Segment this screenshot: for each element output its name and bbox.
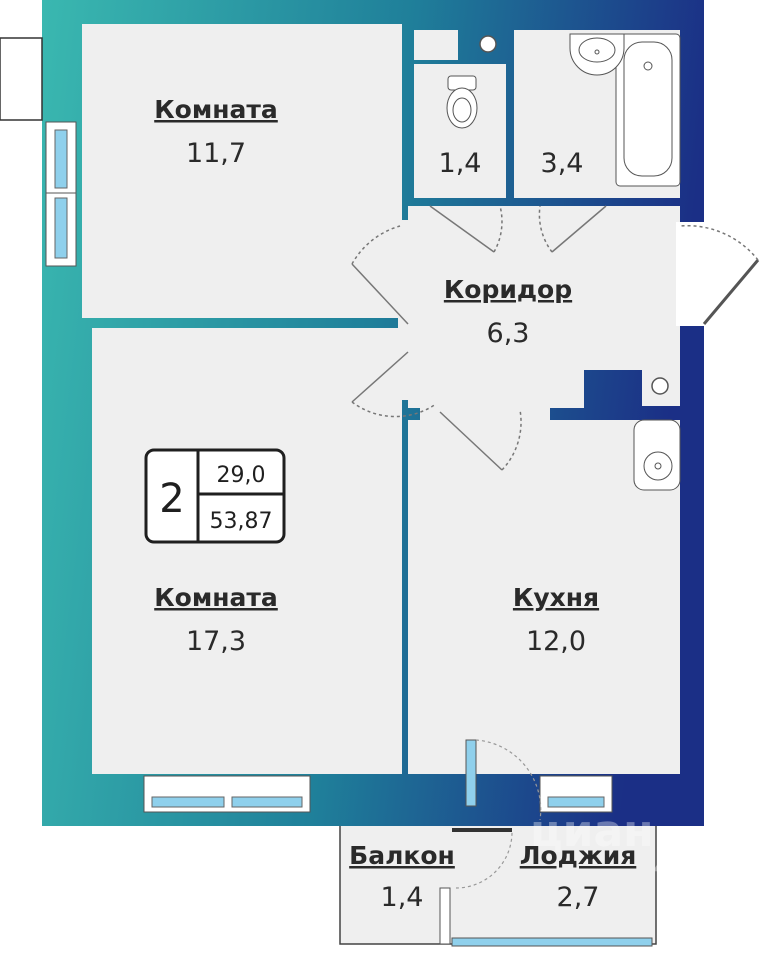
balcony-door (465, 739, 542, 821)
balcony-loggia-area (339, 826, 657, 947)
room-top-name: Комната (154, 95, 278, 124)
kitchen-area: 12,0 (526, 626, 586, 657)
corridor-floor (408, 206, 680, 408)
badge-living-area: 29,0 (217, 463, 266, 488)
doors (351, 205, 760, 471)
corridor-area: 6,3 (487, 318, 530, 349)
window-bottom-room (143, 775, 311, 813)
window-kitchen (539, 775, 613, 813)
window-left (45, 121, 77, 267)
shafts (479, 35, 669, 395)
entrance-opening (676, 222, 708, 326)
toilet-area: 1,4 (439, 148, 482, 179)
room-top-area: 11,7 (186, 138, 246, 169)
bathroom-area: 3,4 (541, 148, 584, 179)
corridor-left-opening (398, 220, 412, 400)
kitchen-sink (633, 419, 681, 491)
bathtub (615, 33, 681, 187)
balcony-area: 1,4 (381, 882, 424, 913)
toilet-fixture (446, 75, 478, 129)
room-top-floor (82, 24, 402, 318)
badge-total-area: 53,87 (210, 509, 273, 534)
room-bottom-floor (92, 328, 402, 774)
corridor-name: Коридор (444, 275, 572, 304)
corridor-kitchen-opening (420, 404, 550, 424)
bathroom-sink (569, 33, 625, 76)
badge-rooms-count: 2 (159, 476, 184, 522)
area-badge: 2 29,0 53,87 (144, 448, 286, 544)
room-bottom-area: 17,3 (186, 626, 246, 657)
balcony-name: Балкон (349, 841, 455, 870)
loggia-name: Лоджия (520, 841, 637, 870)
kitchen-name: Кухня (513, 583, 599, 612)
room-bottom-name: Комната (154, 583, 278, 612)
exterior-block (0, 37, 43, 121)
watermark-code: 426 (654, 855, 696, 879)
watermark-brand: циан (530, 806, 654, 857)
toilet-shaft (414, 30, 458, 60)
loggia-area: 2,7 (557, 882, 600, 913)
